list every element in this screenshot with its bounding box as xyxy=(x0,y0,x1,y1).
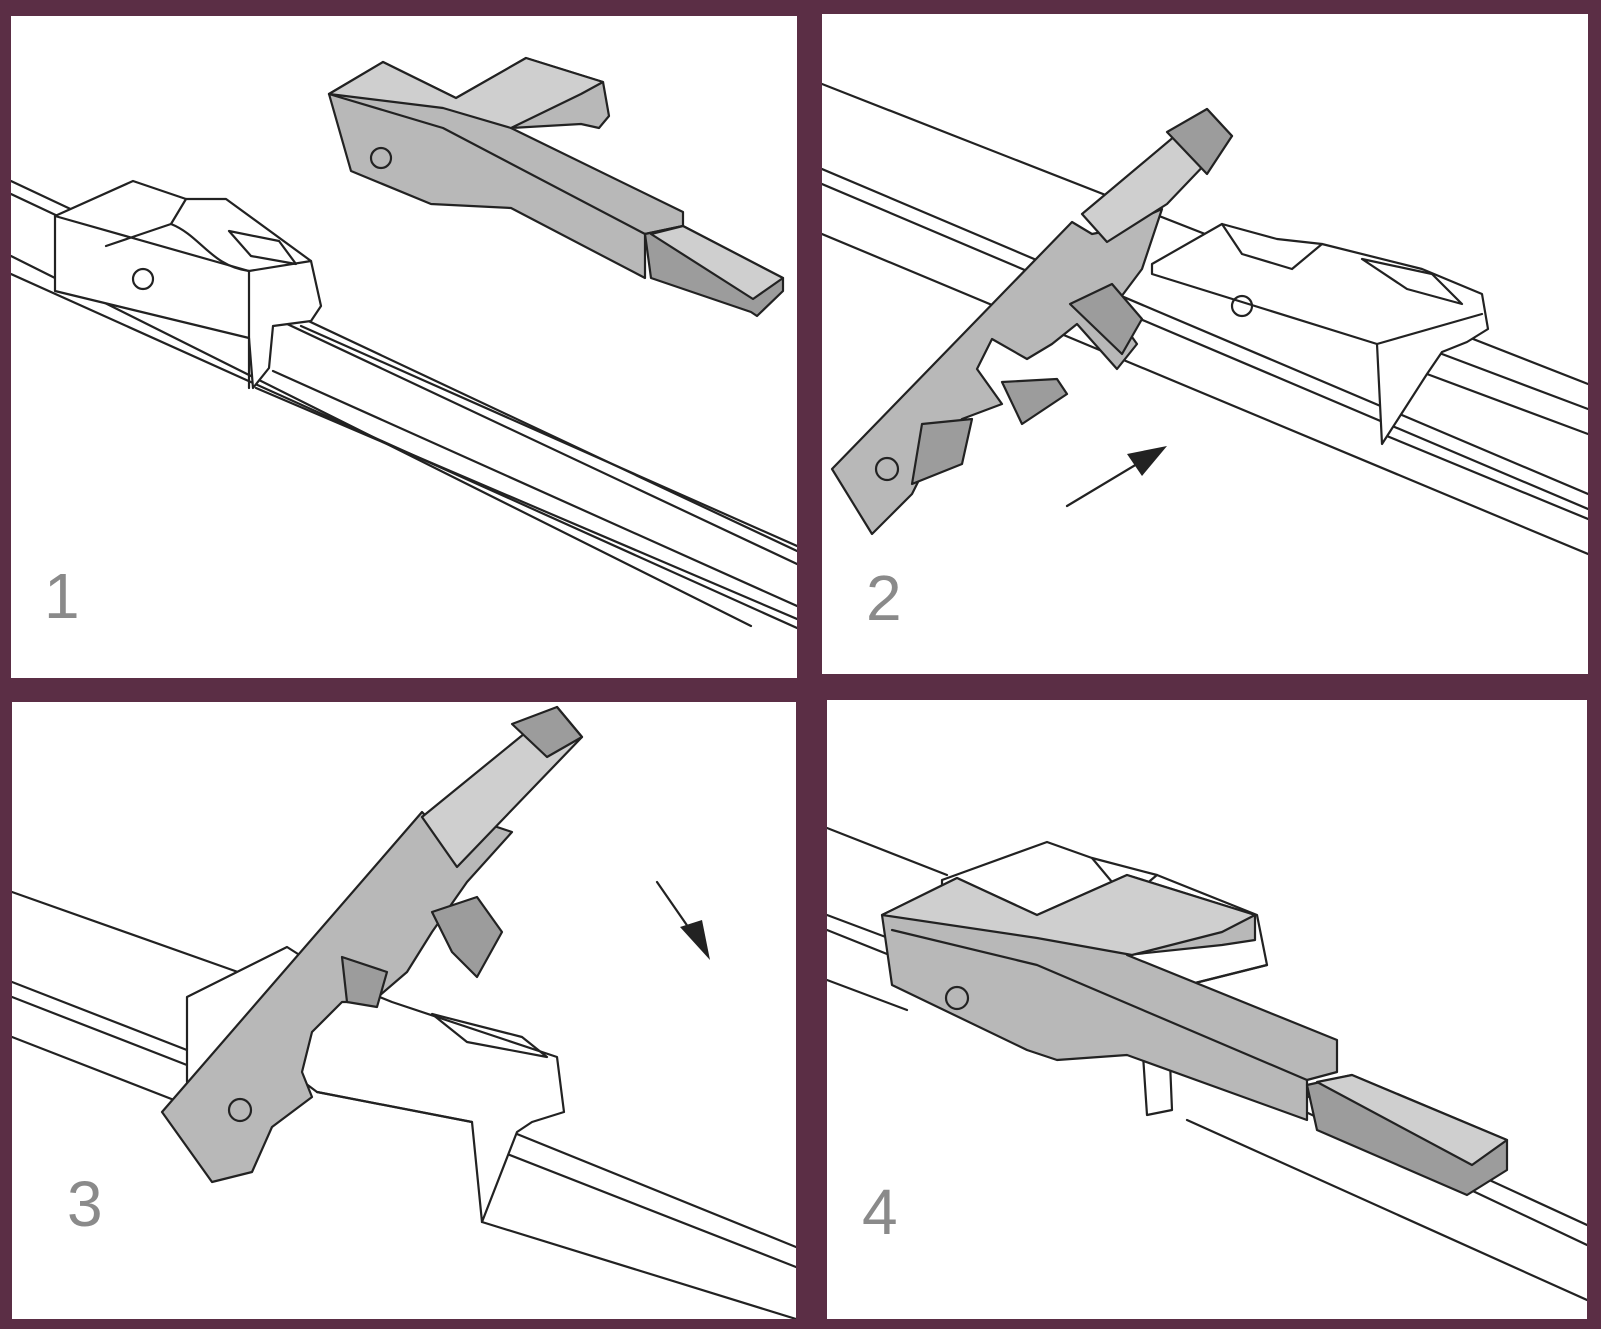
step-panel-2: 2 xyxy=(822,14,1588,674)
wiper-arm-connector xyxy=(880,873,1509,1197)
wiper-arm-connector xyxy=(160,705,584,1184)
wiper-arm-connector xyxy=(830,107,1234,536)
wiper-rail xyxy=(12,890,796,1319)
wiper-adapter xyxy=(1150,222,1490,446)
step-number-4: 4 xyxy=(862,1176,898,1248)
direction-arrow-down-right xyxy=(655,880,710,960)
step-number-3: 3 xyxy=(67,1168,103,1240)
step-number-1: 1 xyxy=(44,560,80,632)
direction-arrow-up-right xyxy=(1065,446,1167,508)
step-3-illustration xyxy=(12,705,796,1319)
step-panel-1: 1 xyxy=(11,16,797,678)
step-4-illustration xyxy=(827,826,1587,1302)
wiper-arm-connector xyxy=(327,56,785,318)
step-panel-3: 3 xyxy=(12,702,796,1319)
step-number-2: 2 xyxy=(866,562,902,634)
wiper-adapter xyxy=(53,179,323,390)
step-panel-4: 4 xyxy=(827,700,1587,1319)
step-2-illustration xyxy=(822,82,1588,556)
step-1-illustration xyxy=(11,56,797,630)
